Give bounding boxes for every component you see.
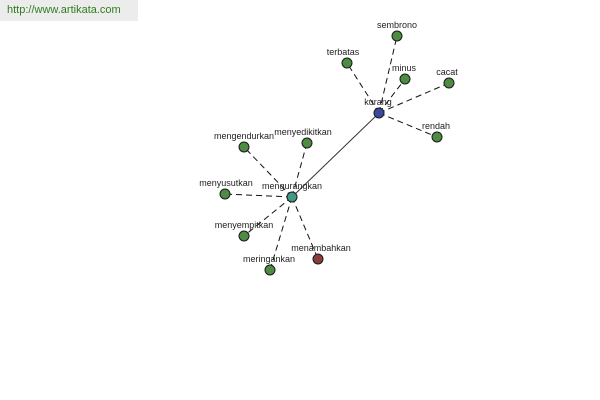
node-label-minus: minus: [392, 63, 417, 73]
node-label-mengurangkan: mengurangkan: [262, 181, 322, 191]
node-label-rendah: rendah: [422, 121, 450, 131]
node-label-menambahkan: menambahkan: [291, 243, 351, 253]
node-menyempitkan[interactable]: [238, 230, 250, 242]
graph-edges: [224, 35, 450, 271]
node-kurang[interactable]: [373, 107, 385, 119]
source-link[interactable]: http://www.artikata.com: [7, 4, 121, 16]
edge-mengurangkan-menyusutkan: [224, 193, 293, 198]
node-terbatas[interactable]: [341, 57, 353, 69]
node-label-meringankan: meringankan: [243, 254, 295, 264]
node-minus[interactable]: [399, 73, 411, 85]
node-sembrono[interactable]: [391, 30, 403, 42]
node-cacat[interactable]: [443, 77, 455, 89]
node-label-cacat: cacat: [436, 67, 458, 77]
node-label-menyempitkan: menyempitkan: [215, 220, 274, 230]
edge-mengurangkan-menambahkan: [291, 196, 319, 260]
node-menyusutkan[interactable]: [219, 188, 231, 200]
node-menambahkan[interactable]: [312, 253, 324, 265]
node-menyedikitkan[interactable]: [301, 137, 313, 149]
edge-kurang-minus: [378, 78, 406, 114]
node-meringankan[interactable]: [264, 264, 276, 276]
edge-kurang-sembrono: [378, 35, 398, 114]
node-label-menyusutkan: menyusutkan: [199, 178, 253, 188]
graph-nodes: [219, 30, 455, 276]
node-label-terbatas: terbatas: [327, 47, 360, 57]
node-label-mengendurkan: mengendurkan: [214, 131, 274, 141]
node-label-kurang: kurang: [364, 97, 392, 107]
edge-kurang-rendah: [378, 112, 438, 138]
edge-kurang-mengurangkan: [291, 112, 380, 198]
node-mengendurkan[interactable]: [238, 141, 250, 153]
source-bar: http://www.artikata.com: [0, 0, 138, 21]
node-mengurangkan[interactable]: [286, 191, 298, 203]
edge-mengurangkan-mengendurkan: [243, 146, 293, 198]
edge-mengurangkan-menyempitkan: [243, 196, 293, 237]
node-label-sembrono: sembrono: [377, 20, 417, 30]
graph-labels: kurang mengurangkan sembrono terbatas minus c…: [199, 20, 458, 264]
node-rendah[interactable]: [431, 131, 443, 143]
edge-mengurangkan-meringankan: [269, 196, 293, 271]
node-label-menyedikitkan: menyedikitkan: [274, 127, 332, 137]
edge-kurang-cacat: [378, 82, 450, 114]
